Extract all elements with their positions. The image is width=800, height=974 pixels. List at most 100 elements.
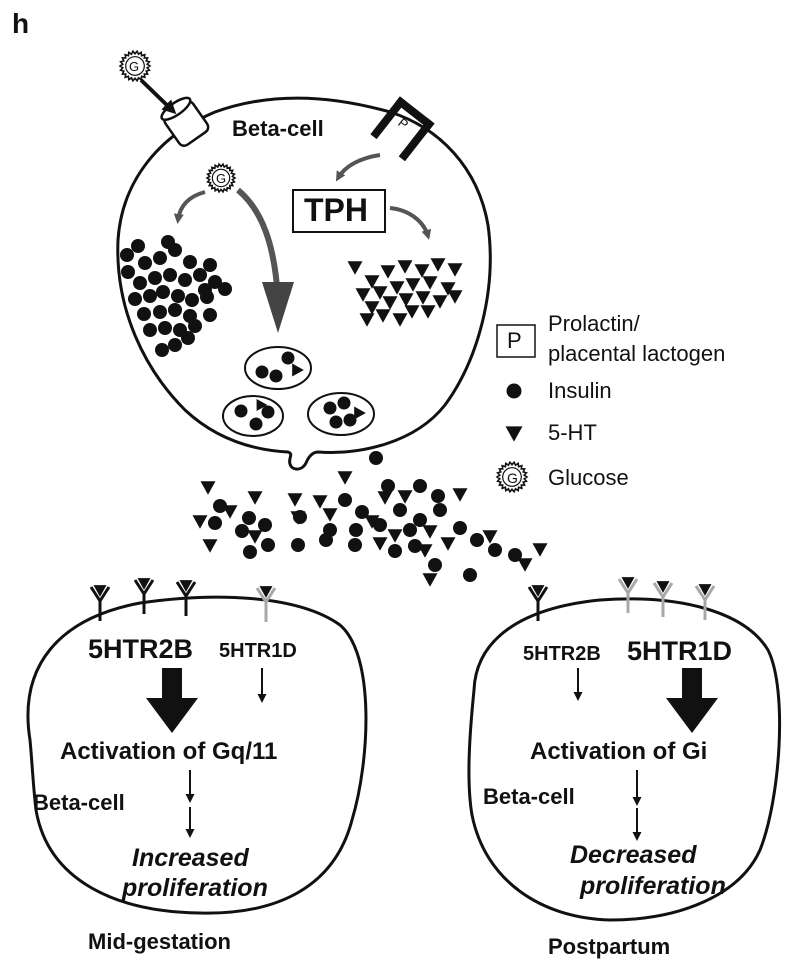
insulin-granule bbox=[158, 321, 172, 335]
serotonin-molecule bbox=[482, 530, 498, 544]
panel-letter: h bbox=[12, 8, 30, 39]
insulin-granule bbox=[120, 248, 134, 262]
serotonin-molecule bbox=[392, 313, 408, 327]
serotonin-molecule bbox=[505, 426, 523, 442]
left-caption: Mid-gestation bbox=[88, 929, 231, 954]
insulin-granule bbox=[408, 539, 422, 553]
insulin-granule bbox=[373, 518, 387, 532]
insulin-granule bbox=[338, 493, 352, 507]
serotonin-molecule bbox=[247, 491, 263, 505]
insulin-granule bbox=[213, 499, 227, 513]
insulin-granule bbox=[178, 273, 192, 287]
insulin-granule bbox=[453, 521, 467, 535]
serotonin-molecule bbox=[656, 581, 670, 593]
serotonin-molecule bbox=[179, 580, 193, 592]
insulin-granule bbox=[319, 533, 333, 547]
left-receptor-minor-label: 5HTR1D bbox=[219, 640, 297, 662]
serotonin-molecule bbox=[447, 263, 463, 277]
insulin-granule bbox=[163, 268, 177, 282]
serotonin-molecule bbox=[382, 296, 398, 310]
left-activation-label: Activation of Gq/11 bbox=[60, 738, 278, 765]
insulin-granule bbox=[148, 271, 162, 285]
serotonin-molecule bbox=[405, 278, 421, 292]
insulin-granule bbox=[168, 338, 182, 352]
secretory-vesicle bbox=[307, 392, 375, 436]
left-major-signal-arrow bbox=[146, 668, 198, 733]
insulin-granule bbox=[218, 282, 232, 296]
insulin-granule bbox=[506, 383, 522, 399]
insulin-granule bbox=[203, 308, 217, 322]
serotonin-molecule bbox=[422, 276, 438, 290]
serotonin-molecule bbox=[387, 529, 403, 543]
serotonin-molecule bbox=[698, 584, 712, 596]
serotonin-molecule bbox=[322, 508, 338, 522]
serotonin-molecule bbox=[430, 258, 446, 272]
insulin-granule bbox=[183, 255, 197, 269]
secretory-vesicle bbox=[244, 346, 312, 390]
insulin-granule bbox=[349, 523, 363, 537]
serotonin-cluster bbox=[347, 258, 463, 327]
serotonin-molecule bbox=[247, 530, 263, 544]
insulin-granule bbox=[249, 417, 263, 431]
legend-symbols bbox=[495, 383, 529, 494]
insulin-granule bbox=[128, 292, 142, 306]
legend-prolactin-box bbox=[496, 324, 536, 358]
legend-prolactin-symbol: P bbox=[507, 328, 522, 353]
insulin-granule bbox=[258, 518, 272, 532]
tph-box bbox=[292, 189, 386, 233]
insulin-granule bbox=[433, 503, 447, 517]
insulin-granule bbox=[155, 343, 169, 357]
insulin-granule bbox=[348, 538, 362, 552]
serotonin-molecule bbox=[355, 288, 371, 302]
tph-to-serotonin-arrow bbox=[389, 206, 432, 240]
serotonin-molecule bbox=[397, 260, 413, 274]
serotonin-molecule bbox=[417, 544, 433, 558]
insulin-granule bbox=[403, 523, 417, 537]
left-outcome-line1: Increased bbox=[132, 844, 249, 872]
serotonin-molecule bbox=[414, 264, 430, 278]
insulin-granule bbox=[137, 307, 151, 321]
insulin-granule bbox=[161, 235, 175, 249]
legend-prolactin-text-1: Prolactin/ bbox=[548, 311, 640, 336]
serotonin-molecule bbox=[440, 537, 456, 551]
serotonin-molecule bbox=[256, 399, 268, 411]
insulin-granule bbox=[143, 289, 157, 303]
left-outcome-line2: proliferation bbox=[122, 874, 268, 902]
serotonin-molecule bbox=[420, 305, 436, 319]
left-receptor-major-label: 5HTR2B bbox=[88, 634, 194, 664]
insulin-granule bbox=[138, 256, 152, 270]
insulin-granule bbox=[488, 543, 502, 557]
insulin-granule bbox=[243, 545, 257, 559]
right-major-signal-arrow bbox=[666, 668, 718, 733]
prolactin-receptor-icon bbox=[370, 96, 435, 162]
serotonin-molecule bbox=[137, 578, 151, 590]
insulin-granule bbox=[388, 544, 402, 558]
insulin-granule bbox=[153, 305, 167, 319]
serotonin-molecule bbox=[398, 293, 414, 307]
right-beta-cell-label: Beta-cell bbox=[483, 784, 575, 809]
glucose-uptake-arrow bbox=[139, 78, 177, 115]
serotonin-molecule bbox=[372, 537, 388, 551]
glucose-to-exocytosis-arrowhead bbox=[262, 282, 294, 333]
insulin-granule bbox=[143, 323, 157, 337]
serotonin-molecule bbox=[192, 515, 208, 529]
insulin-granule bbox=[337, 396, 351, 410]
serotonin-molecule bbox=[404, 305, 420, 319]
insulin-granule bbox=[255, 365, 269, 379]
insulin-granule bbox=[323, 401, 337, 415]
insulin-granule bbox=[281, 351, 295, 365]
insulin-granule bbox=[208, 516, 222, 530]
right-outcome-line2: proliferation bbox=[580, 872, 726, 900]
insulin-granule bbox=[168, 303, 182, 317]
serotonin-molecule bbox=[517, 558, 533, 572]
glucose-to-insulin-arrow bbox=[173, 190, 206, 224]
serotonin-molecule bbox=[532, 543, 548, 557]
right-beta-cell-outline bbox=[467, 597, 782, 922]
legend-glucose-symbol: G bbox=[507, 470, 518, 486]
serotonin-molecule bbox=[415, 291, 431, 305]
glucose-inside-symbol: G bbox=[216, 171, 227, 186]
secreted-molecules bbox=[192, 451, 548, 587]
insulin-granule bbox=[188, 319, 202, 333]
insulin-granule bbox=[193, 268, 207, 282]
